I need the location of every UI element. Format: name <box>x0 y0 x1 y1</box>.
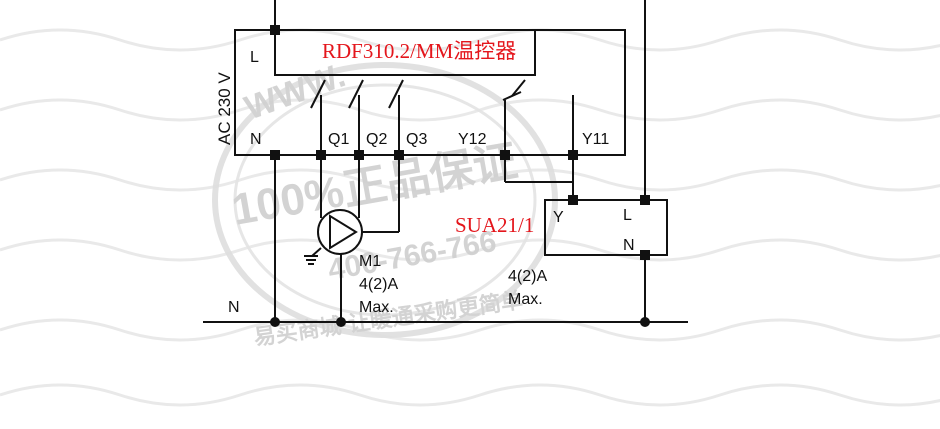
actuator-max: Max. <box>508 291 543 308</box>
wiring-lines <box>203 0 688 323</box>
watermark-bottom-text: 易买商城·让暖通采购更简单 <box>252 287 524 350</box>
actuator-n-label: N <box>623 237 635 254</box>
actuator-rating: 4(2)A <box>508 268 547 285</box>
neutral-bus-label: N <box>228 299 240 316</box>
motor-max: Max. <box>359 299 394 316</box>
actuator-y-label: Y <box>553 209 564 226</box>
motor-rating: 4(2)A <box>359 276 398 293</box>
motor-label: M1 <box>359 253 381 270</box>
actuator-box <box>544 199 668 256</box>
thermostat-l-label: L <box>250 49 259 66</box>
terminal-squares <box>270 25 650 260</box>
terminal-y11-label: Y11 <box>582 131 609 148</box>
terminal-q2-label: Q2 <box>366 131 387 148</box>
terminal-q1-label: Q1 <box>328 131 349 148</box>
watermark-top-text: WWW. <box>240 56 351 127</box>
actuator-title: SUA21/1 <box>455 213 534 237</box>
thermostat-box <box>234 29 626 156</box>
terminal-q3-label: Q3 <box>406 131 427 148</box>
thermostat-title: RDF310.2/MM温控器 <box>322 39 516 63</box>
motor-symbol <box>317 209 363 255</box>
thermostat-n-label: N <box>250 131 262 148</box>
junction-dots <box>270 317 650 327</box>
supply-label: AC 230 V <box>215 72 234 145</box>
background-wave-lines <box>0 28 940 407</box>
actuator-l-label: L <box>623 207 632 224</box>
terminal-y12-label: Y12 <box>458 131 487 148</box>
